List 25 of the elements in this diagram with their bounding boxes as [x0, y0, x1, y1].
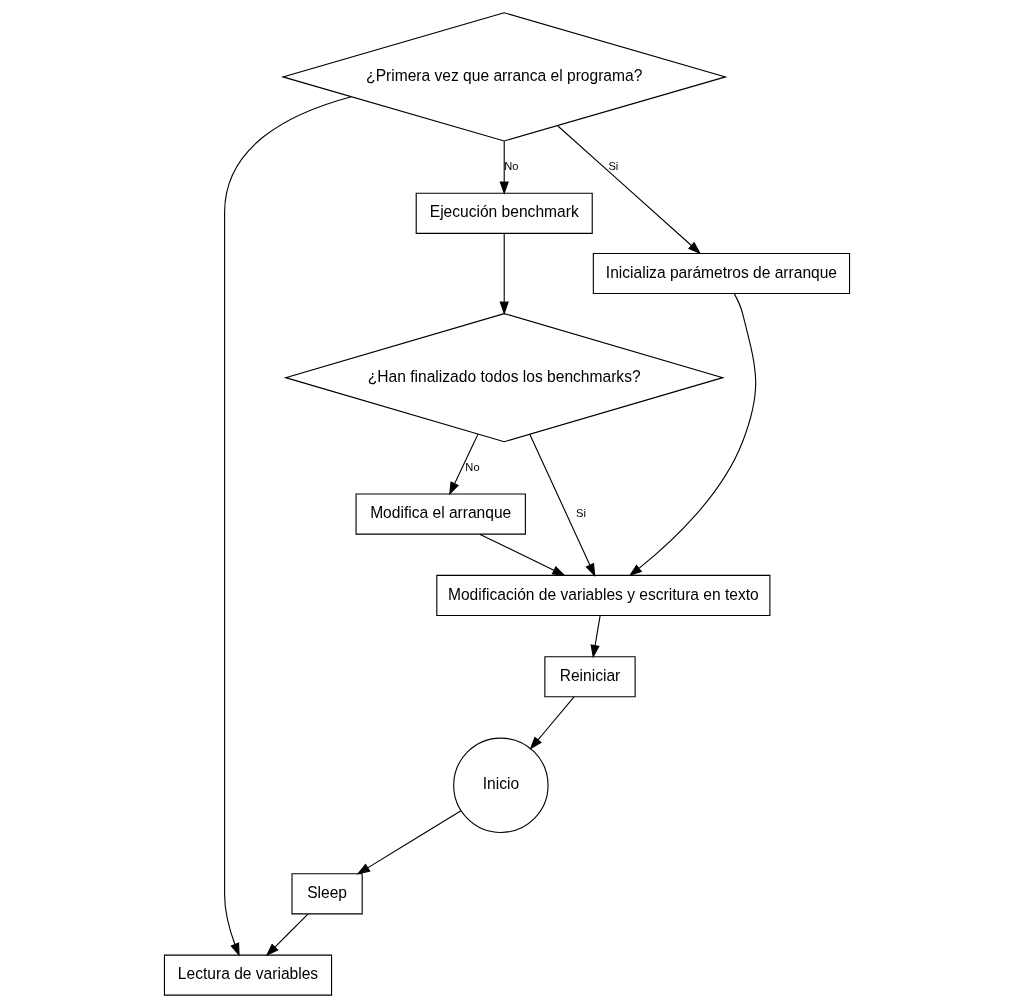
- node-box: Modifica el arranque: [355, 493, 526, 535]
- edge-label: No: [503, 159, 519, 172]
- edge-label: Si: [575, 506, 586, 519]
- arrow: [628, 293, 756, 577]
- arrow: [590, 615, 601, 659]
- node-box: Sleep: [290, 873, 363, 915]
- arrow: [265, 913, 308, 957]
- node-box: Modificación de variables y escritura en texto: [435, 574, 770, 617]
- arrow: [356, 810, 462, 875]
- edge-label: Si: [607, 159, 618, 172]
- arrow: [529, 696, 575, 750]
- edge-label: No: [464, 460, 480, 473]
- arrow: [499, 233, 509, 315]
- arrow: [556, 125, 701, 255]
- node-box: Ejecución benchmark: [415, 192, 593, 234]
- arrow: [478, 533, 566, 576]
- node-diamond: ¿Han finalizado todos los benchmarks?: [283, 313, 725, 443]
- arrow: [223, 96, 352, 957]
- node-diamond: ¿Primera vez que arranca el programa?: [280, 12, 727, 142]
- node-box: Inicializa parámetros de arranque: [592, 252, 850, 295]
- node-box: Reiniciar: [543, 656, 636, 698]
- node-box: Lectura de variables: [163, 954, 332, 996]
- arrow: [448, 433, 479, 496]
- arrow: [528, 433, 595, 577]
- arrow: [499, 140, 509, 195]
